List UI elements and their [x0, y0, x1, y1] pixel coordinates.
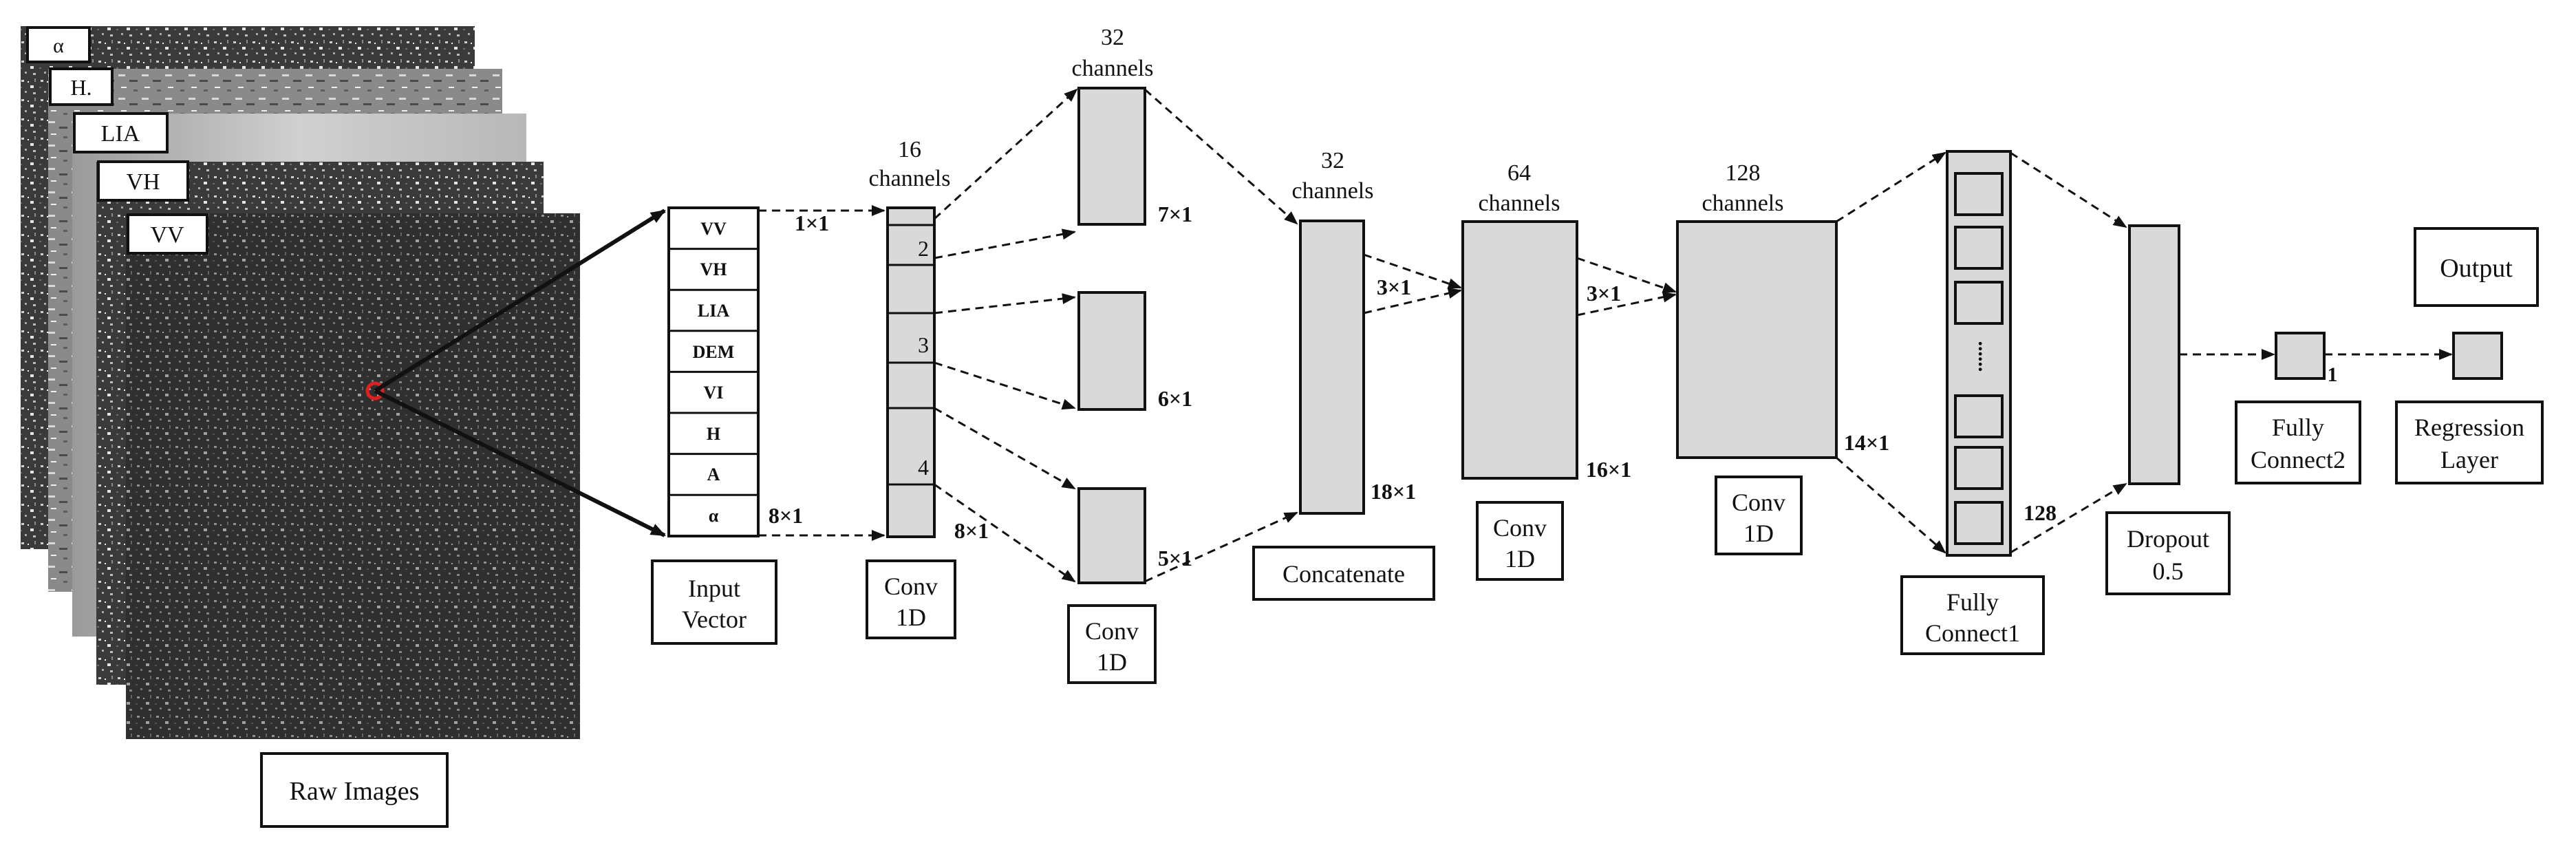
conv2-branch-7 [1077, 87, 1146, 226]
conv2-size-5: 5×1 [1158, 546, 1192, 570]
fc1-caption-line2: Connect1 [1925, 619, 2020, 647]
fc2-size: 1 [2328, 363, 2338, 386]
fc2-caption-line1: Fully [2272, 414, 2324, 441]
layer-label-vv: VV [150, 222, 184, 248]
conv4-block [1676, 220, 1838, 459]
conv3-title-line2: channels [1479, 191, 1560, 216]
raw-images-label: Raw Images [290, 777, 420, 806]
dropout-column [2128, 224, 2180, 485]
input-row-lia: LIA [698, 301, 729, 321]
conv4-size: 14×1 [1844, 430, 1889, 455]
conv1-caption-line1: Conv [884, 573, 938, 600]
regression-caption-line2: Layer [2440, 446, 2498, 473]
dropout-caption-line1: Dropout [2127, 525, 2209, 553]
conv1-title-line1: 16 [898, 137, 921, 162]
fc2-caption-box [2235, 401, 2361, 484]
dropout-caption-line2: 0.5 [2153, 557, 2184, 585]
image-layer-vv [126, 213, 580, 739]
conv4-caption-line1: Conv [1732, 489, 1785, 516]
conv3-caption-line1: Conv [1493, 514, 1547, 542]
concat-title-line1: 32 [1321, 148, 1344, 173]
selected-pixel-marker [365, 381, 385, 401]
layer-label-box [127, 213, 208, 255]
fc1-ellipsis: ...... [1974, 341, 1997, 372]
regression-caption-box [2395, 401, 2544, 484]
input-vector-caption-box [651, 559, 777, 645]
concatenate-caption: Concatenate [1282, 560, 1405, 588]
conv2-caption-box [1067, 604, 1157, 684]
concat-size: 18×1 [1371, 479, 1416, 504]
output-box [2414, 227, 2539, 307]
layer-label-box [49, 67, 114, 106]
conv3-caption-box [1476, 501, 1564, 581]
input-vector-caption-line1: Input [688, 575, 740, 602]
pixel-to-vector-arrow [374, 209, 666, 393]
layer-label-box [73, 112, 169, 153]
conv3-in-size: 3×1 [1587, 281, 1621, 306]
regression-caption-line1: Regression [2414, 414, 2524, 441]
conv2-title-line2: channels [1072, 56, 1154, 81]
conv1-mark-3: 3 [918, 332, 929, 357]
conv3-size: 16×1 [1586, 457, 1631, 482]
input-row-vh: VH [700, 259, 727, 279]
conv1-mark-4: 4 [918, 455, 929, 480]
layer-label-box [26, 26, 91, 63]
input-row-vv: VV [700, 219, 727, 239]
layer-label-lia: LIA [101, 121, 140, 147]
input-row-h: H [707, 424, 720, 444]
layer-label-vh: VH [126, 169, 160, 195]
conv2-caption-line1: Conv [1085, 617, 1139, 645]
fc2-node [2275, 332, 2326, 380]
conv1-column [886, 206, 936, 538]
input-row-dem: DEM [693, 342, 735, 362]
concat-title-line2: channels [1292, 178, 1374, 204]
conv3-block [1461, 220, 1578, 480]
concatenate-column [1299, 220, 1365, 515]
input-vector-caption-line2: Vector [682, 606, 747, 633]
conv2-caption-line2: 1D [1097, 648, 1127, 676]
input-row-vi: VI [704, 383, 724, 403]
raw-images-box [260, 752, 449, 828]
input-size-bottom: 8×1 [769, 503, 803, 528]
conv4-title-line1: 128 [1726, 160, 1761, 186]
raw-image-stack: α H. LIA VH VV [21, 26, 580, 739]
conv1-caption-box [866, 559, 956, 639]
fc1-caption-box [1900, 575, 2045, 655]
conv2-branch-5 [1077, 487, 1146, 584]
conv3-caption-line2: 1D [1505, 545, 1535, 573]
fc2-caption-line2: Connect2 [2251, 446, 2346, 473]
fc1-size: 128 [2024, 500, 2057, 525]
fc1-caption-line1: Fully [1946, 588, 1999, 616]
regression-node [2452, 332, 2503, 380]
input-vector: VV VH LIA DEM VI H A α [667, 206, 760, 537]
concat-in-size: 3×1 [1377, 275, 1411, 299]
conv2-size-6: 6×1 [1158, 386, 1192, 411]
pixel-to-vector-arrow [374, 389, 666, 537]
input-size-top: 1×1 [795, 211, 829, 235]
layer-label-box [97, 160, 189, 202]
conv1-mark-2: 2 [918, 236, 929, 261]
output-label: Output [2440, 254, 2513, 283]
conv1-title-line2: channels [869, 166, 951, 191]
conv1-size: 8×1 [954, 518, 989, 543]
layer-label-h: H. [70, 75, 92, 100]
conv4-caption-box [1715, 476, 1803, 555]
input-row-a: A [707, 465, 720, 484]
conv4-caption-line2: 1D [1743, 520, 1774, 547]
input-row-alpha: α [709, 506, 719, 526]
conv2-branch-6 [1077, 291, 1146, 411]
concatenate-caption-box [1252, 546, 1435, 601]
conv3-title-line1: 64 [1507, 160, 1531, 186]
conv2-title-line1: 32 [1101, 25, 1124, 50]
conv1-caption-line2: 1D [896, 604, 926, 631]
dropout-caption-box [2105, 511, 2231, 595]
conv4-title-line2: channels [1702, 191, 1784, 216]
fully-connect1-column [1946, 150, 2012, 557]
conv2-size-7: 7×1 [1158, 202, 1192, 226]
layer-label-alpha: α [53, 34, 64, 57]
